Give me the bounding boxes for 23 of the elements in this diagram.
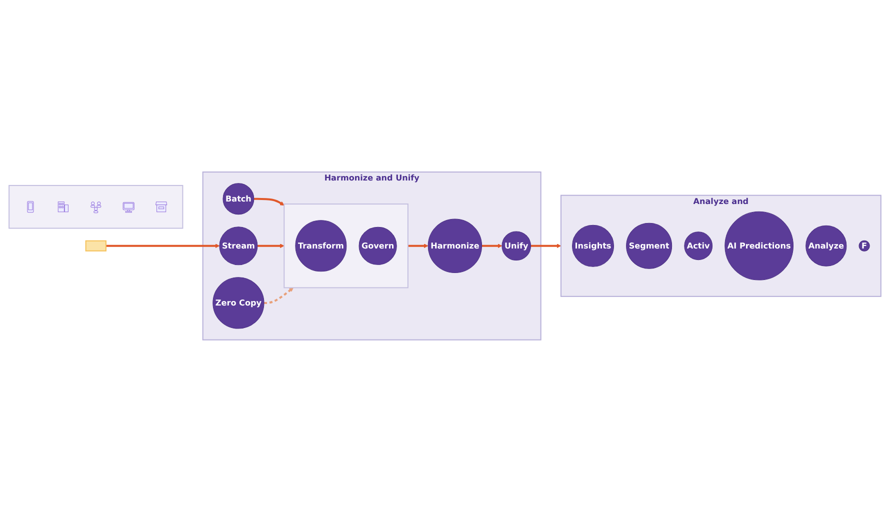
node-circle: AI Predictions <box>724 212 794 280</box>
arrow <box>254 198 284 206</box>
node-circle: Insights <box>572 224 614 267</box>
node-circle: Unify <box>502 231 532 261</box>
arrow <box>106 244 220 248</box>
cluster <box>8 185 184 229</box>
arrow <box>482 244 502 248</box>
arrow <box>264 288 294 304</box>
arrow <box>408 244 428 248</box>
node-box <box>85 240 106 252</box>
node-circle: Batch <box>222 183 254 215</box>
node-circle: Harmonize <box>428 218 482 274</box>
node-circle: Transform <box>295 220 347 272</box>
node-circle: Govern <box>358 226 397 265</box>
node-circle: Segment <box>626 222 672 269</box>
node-circle: Analyze <box>806 225 847 266</box>
arrow <box>257 244 284 248</box>
arrow <box>530 244 562 248</box>
node-circle: Stream <box>219 226 258 266</box>
node-circle: Zero Copy <box>212 277 264 329</box>
node-circle: F <box>858 240 870 252</box>
node-circle: Activ <box>684 232 713 260</box>
cluster <box>284 204 408 288</box>
